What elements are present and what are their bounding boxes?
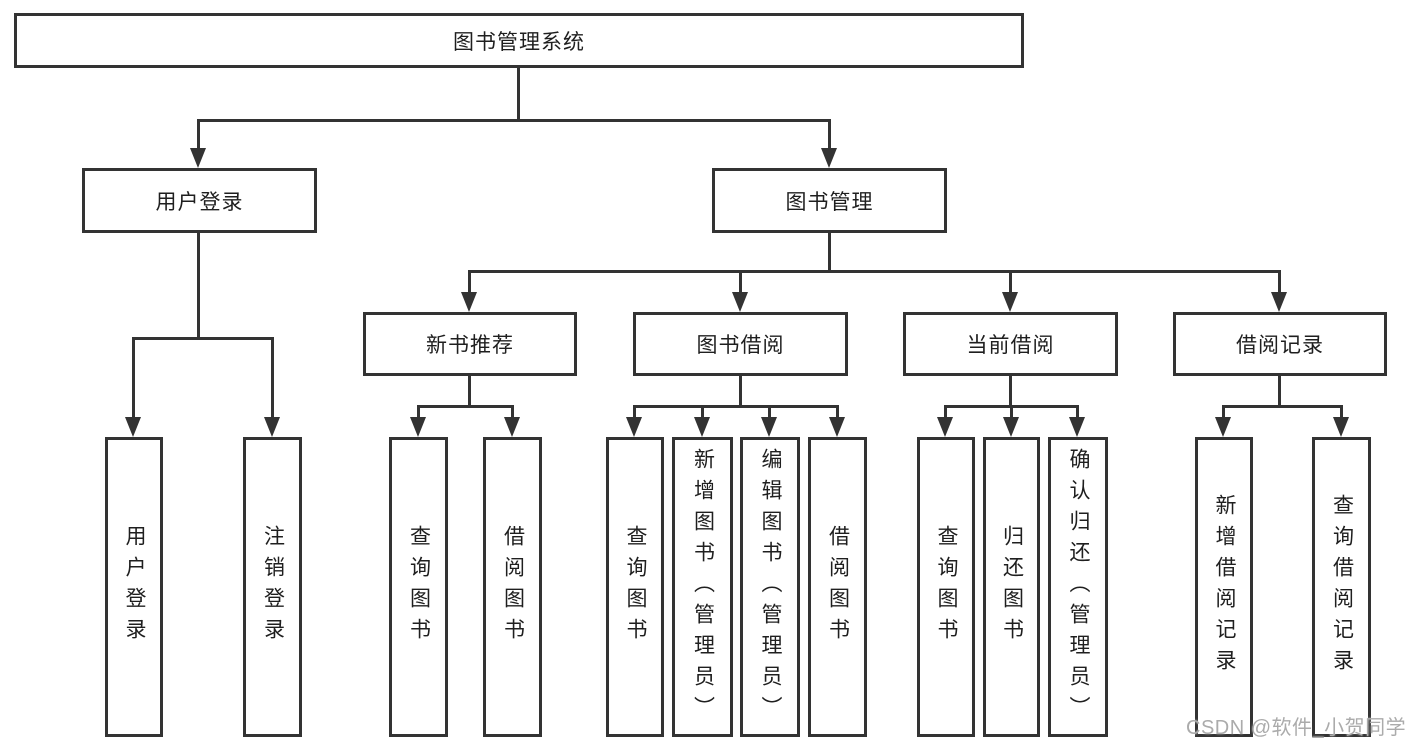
connector-root-stem bbox=[517, 68, 520, 119]
node-new-book-rec-label: 新书推荐 bbox=[426, 334, 514, 357]
node-root: 图书管理系统 bbox=[14, 13, 1024, 68]
leaf-cb-query-book: 查询图书 bbox=[917, 437, 975, 737]
node-book-borrow-label: 图书借阅 bbox=[696, 334, 785, 357]
connector-current-borrow-stem bbox=[1009, 376, 1012, 405]
arrow-to-new-book-rec bbox=[461, 270, 477, 312]
leaf-bb-edit-book: 编辑图书（管理员） bbox=[740, 437, 800, 737]
arrow-to-cb-query-book bbox=[937, 405, 953, 437]
leaf-logout-label: 注销登录 bbox=[261, 525, 285, 649]
connector-user-login-stem bbox=[197, 233, 200, 337]
arrow-to-br-query-record bbox=[1333, 405, 1349, 437]
node-current-borrow-label: 当前借阅 bbox=[966, 334, 1055, 357]
leaf-rec-query-book-label: 查询图书 bbox=[407, 525, 431, 649]
connector-book-mgmt-stem bbox=[828, 233, 831, 270]
node-book-borrow: 图书借阅 bbox=[633, 312, 848, 376]
node-borrow-record-label: 借阅记录 bbox=[1236, 334, 1324, 357]
leaf-br-add-record: 新增借阅记录 bbox=[1195, 437, 1253, 737]
leaf-cb-return-book: 归还图书 bbox=[983, 437, 1040, 737]
arrow-to-cb-confirm-return bbox=[1069, 405, 1085, 437]
connector-book-mgmt-branch bbox=[468, 270, 1281, 273]
connector-new-book-rec-stem bbox=[468, 376, 471, 405]
leaf-user-login-label: 用户登录 bbox=[123, 525, 147, 649]
leaf-bb-borrow-book-label: 借阅图书 bbox=[826, 525, 850, 649]
arrow-to-bb-edit-book bbox=[761, 405, 777, 437]
leaf-bb-add-book: 新增图书（管理员） bbox=[672, 437, 733, 737]
connector-book-borrow-stem bbox=[739, 376, 742, 405]
node-user-login: 用户登录 bbox=[82, 168, 317, 233]
arrow-to-user-login bbox=[190, 119, 206, 168]
arrow-to-cb-return-book bbox=[1003, 405, 1019, 437]
leaf-cb-query-book-label: 查询图书 bbox=[935, 525, 959, 649]
leaf-br-query-record: 查询借阅记录 bbox=[1312, 437, 1371, 737]
csdn-watermark: CSDN @软件_小贺同学 bbox=[1186, 717, 1405, 739]
arrow-to-book-mgmt bbox=[821, 119, 837, 168]
node-root-label: 图书管理系统 bbox=[453, 30, 585, 54]
arrow-to-bb-borrow-book bbox=[829, 405, 845, 437]
arrow-to-br-add-record bbox=[1215, 405, 1231, 437]
node-book-mgmt-label: 图书管理 bbox=[785, 190, 874, 214]
arrow-to-borrow-record bbox=[1271, 270, 1287, 312]
node-book-mgmt: 图书管理 bbox=[712, 168, 947, 233]
arrow-to-current-borrow bbox=[1002, 270, 1018, 312]
node-current-borrow: 当前借阅 bbox=[903, 312, 1118, 376]
leaf-bb-edit-book-label: 编辑图书（管理员） bbox=[759, 447, 783, 727]
leaf-logout: 注销登录 bbox=[243, 437, 302, 737]
connector-borrow-record-branch bbox=[1222, 405, 1343, 408]
arrow-to-leaf-user-login bbox=[125, 337, 141, 437]
connector-user-login-branch bbox=[132, 337, 274, 340]
node-new-book-rec: 新书推荐 bbox=[363, 312, 577, 376]
leaf-bb-query-book: 查询图书 bbox=[606, 437, 664, 737]
leaf-br-query-record-label: 查询借阅记录 bbox=[1330, 494, 1354, 680]
leaf-rec-borrow-book-label: 借阅图书 bbox=[501, 525, 525, 649]
node-user-login-label: 用户登录 bbox=[155, 190, 244, 214]
connector-borrow-record-stem bbox=[1278, 376, 1281, 405]
arrow-to-bb-add-book bbox=[694, 405, 710, 437]
arrow-to-rec-query-book bbox=[410, 405, 426, 437]
node-borrow-record: 借阅记录 bbox=[1173, 312, 1387, 376]
leaf-bb-borrow-book: 借阅图书 bbox=[808, 437, 867, 737]
arrow-to-book-borrow bbox=[732, 270, 748, 312]
leaf-br-add-record-label: 新增借阅记录 bbox=[1213, 494, 1237, 680]
leaf-user-login: 用户登录 bbox=[105, 437, 163, 737]
connector-book-borrow-branch bbox=[633, 405, 839, 408]
leaf-cb-return-book-label: 归还图书 bbox=[1000, 525, 1024, 649]
leaf-bb-add-book-label: 新增图书（管理员） bbox=[691, 447, 715, 727]
leaf-cb-confirm-return: 确认归还（管理员） bbox=[1048, 437, 1108, 737]
connector-root-branch bbox=[197, 119, 831, 122]
arrow-to-bb-query-book bbox=[626, 405, 642, 437]
leaf-rec-query-book: 查询图书 bbox=[389, 437, 448, 737]
arrow-to-leaf-logout bbox=[264, 337, 280, 437]
connector-new-book-rec-branch bbox=[417, 405, 514, 408]
leaf-rec-borrow-book: 借阅图书 bbox=[483, 437, 542, 737]
leaf-cb-confirm-return-label: 确认归还（管理员） bbox=[1067, 447, 1091, 727]
arrow-to-rec-borrow-book bbox=[504, 405, 520, 437]
leaf-bb-query-book-label: 查询图书 bbox=[624, 525, 648, 649]
